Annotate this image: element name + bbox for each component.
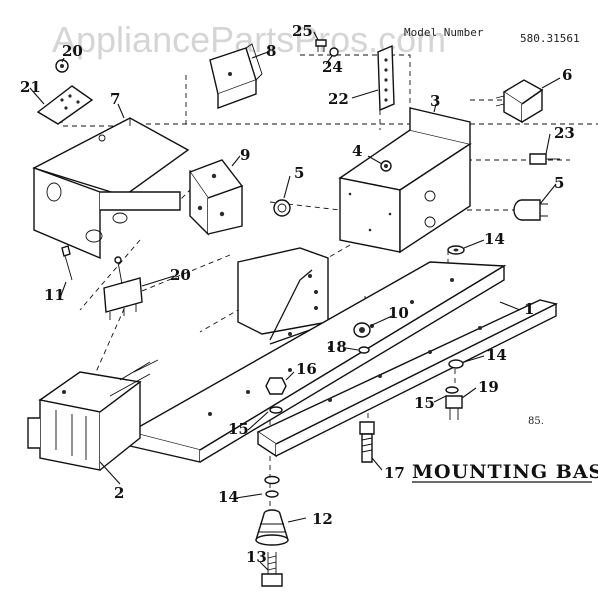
part-22-terminal-strip [377,44,395,112]
part-11-screw [61,245,73,281]
part-20-toggle-switch [103,256,143,320]
callout-21: 21 [20,78,41,96]
callout-5-right: 5 [554,174,564,192]
callout-13: 13 [246,548,267,566]
model-number-label: Model Number [404,26,484,39]
callout-3: 3 [430,92,440,110]
callout-14-upper: 14 [484,230,505,248]
callout-11: 11 [44,286,65,304]
part-20-top-clip [55,59,69,73]
part-4-grommet [380,160,392,172]
callout-15-right: 15 [414,394,435,412]
part-3-bracket [338,107,472,254]
callout-20-switch: 20 [170,266,191,284]
callout-4: 4 [352,142,362,160]
callout-16: 16 [296,360,317,378]
callout-20-clip: 20 [62,42,83,60]
callout-14-lower: 14 [218,488,239,506]
circuit-board [237,247,329,345]
callout-15-left: 15 [228,420,249,438]
part-14-washer-mid [448,359,464,369]
callout-numbers: 1 2 3 4 5 5 6 7 8 9 10 11 12 13 14 14 14… [20,22,575,566]
part-9-switch-block [188,159,244,236]
leader-lines [29,31,561,571]
part-8-relay [209,43,263,110]
part-19-bolt [445,395,463,420]
callout-18: 18 [326,338,347,356]
part-5-clip-ring [273,199,291,217]
part-7-enclosure-box [32,117,190,260]
part-12-rubber-foot [255,509,289,546]
part-23-screw [529,153,560,165]
part-16-nut [265,377,287,395]
callout-14-mid: 14 [486,346,507,364]
callout-25: 25 [292,22,313,40]
part-15-lockwasher-left [269,406,283,414]
part-24-nut [329,47,339,57]
callout-23: 23 [554,124,575,142]
diagram-title: MOUNTING BASE [412,461,598,483]
callout-12: 12 [312,510,333,528]
part-21-cover-plate [36,85,94,125]
part-17-bolt [359,421,375,463]
callout-6: 6 [562,66,572,84]
callout-2: 2 [114,484,124,502]
corner-note: 85. [528,416,544,427]
model-number-value: 580.31561 [520,32,580,45]
callout-9: 9 [240,146,250,164]
part-6-connector [495,79,544,124]
part-14-washer-upper [447,245,465,255]
part-25-screw [315,39,327,52]
callout-1: 1 [524,300,534,318]
callout-7: 7 [110,90,120,108]
callout-22: 22 [328,90,349,108]
callout-19: 19 [478,378,499,396]
part-2-transformer [27,359,159,471]
callout-24: 24 [322,58,343,76]
part-5-socket-right [513,199,548,221]
part-15-lockwasher-right [445,386,459,394]
part-18-washer [358,346,370,354]
callout-8: 8 [266,42,276,60]
part-14-washer-lower [264,475,280,498]
part-13-bolt [261,552,283,587]
callout-5-center: 5 [294,164,304,182]
callout-10: 10 [388,304,409,322]
part-10-nut [353,322,371,338]
callout-17: 17 [384,464,405,482]
